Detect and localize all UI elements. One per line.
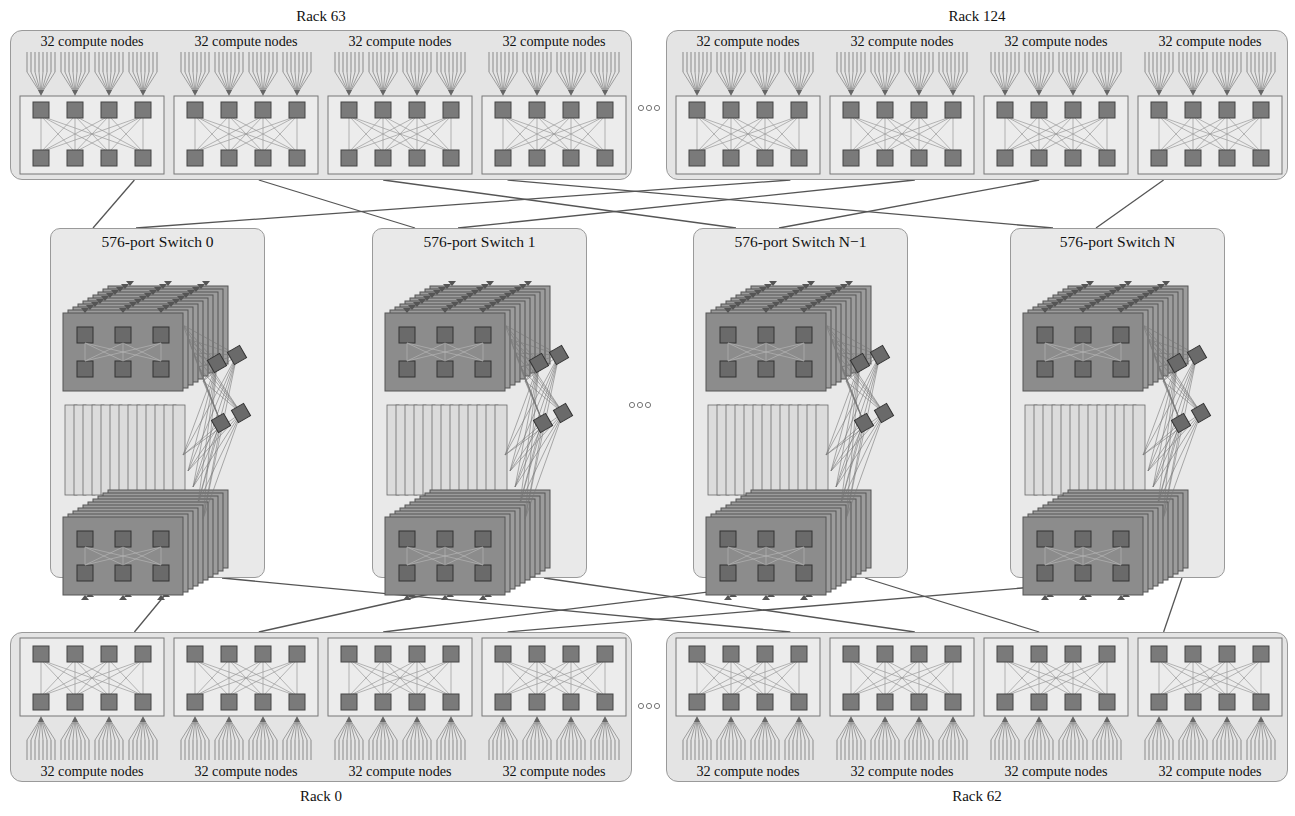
sub-switch-group: 32 compute nodes xyxy=(479,32,629,178)
sub-switch-group: 32 compute nodes xyxy=(17,32,167,178)
switch-title: 576-port Switch N xyxy=(1011,229,1224,251)
switch-board-drawing xyxy=(479,634,629,762)
switch-title: 576-port Switch 1 xyxy=(373,229,586,251)
rack-title: Rack 124 xyxy=(667,7,1287,25)
sub-switch-group: 32 compute nodes xyxy=(1135,32,1285,178)
switch-board-drawing xyxy=(325,50,475,178)
node-label: 32 compute nodes xyxy=(673,762,823,780)
uplink-cable xyxy=(1096,180,1164,228)
node-label: 32 compute nodes xyxy=(673,32,823,50)
switch-board-drawing xyxy=(479,50,629,178)
node-label: 32 compute nodes xyxy=(827,32,977,50)
node-label: 32 compute nodes xyxy=(325,762,475,780)
ellipsis-dots xyxy=(629,105,659,708)
switch-board-drawing xyxy=(325,634,475,762)
uplink-cable xyxy=(259,180,415,228)
director-switch-drawing xyxy=(51,255,266,577)
switch-title: 576-port Switch N−1 xyxy=(694,229,907,251)
node-label: 32 compute nodes xyxy=(1135,762,1285,780)
sub-switch-group: 32 compute nodes xyxy=(827,634,977,780)
switch-title: 576-port Switch 0 xyxy=(51,229,264,251)
node-label: 32 compute nodes xyxy=(981,32,1131,50)
node-label: 32 compute nodes xyxy=(171,762,321,780)
director-switch: 576-port Switch N−1 xyxy=(693,228,908,578)
uplink-cable xyxy=(458,180,915,228)
rack-title: Rack 62 xyxy=(667,787,1287,805)
uplink-cable xyxy=(508,180,1053,228)
sub-switch-group: 32 compute nodes xyxy=(171,634,321,780)
node-label: 32 compute nodes xyxy=(325,32,475,50)
switch-board-drawing xyxy=(981,634,1131,762)
node-label: 32 compute nodes xyxy=(171,32,321,50)
director-switch-drawing xyxy=(1011,255,1226,577)
uplink-cable xyxy=(779,180,1039,228)
rack-panel: Rack 12432 compute nodes32 compute nodes… xyxy=(666,30,1288,180)
switch-board-drawing xyxy=(827,50,977,178)
switch-board-drawing xyxy=(1135,634,1285,762)
uplink-cable xyxy=(93,180,134,228)
rack-panel: Rack 6232 compute nodes32 compute nodes3… xyxy=(666,632,1288,782)
rack-title: Rack 63 xyxy=(11,7,631,25)
director-switch: 576-port Switch 1 xyxy=(372,228,587,578)
node-label: 32 compute nodes xyxy=(17,32,167,50)
sub-switch-group: 32 compute nodes xyxy=(325,32,475,178)
director-switch-drawing xyxy=(373,255,588,577)
switch-board-drawing xyxy=(673,50,823,178)
node-label: 32 compute nodes xyxy=(17,762,167,780)
director-switch: 576-port Switch 0 xyxy=(50,228,265,578)
switch-board-drawing xyxy=(17,50,167,178)
rack-panel: Rack 032 compute nodes32 compute nodes32… xyxy=(10,632,632,782)
switch-board-drawing xyxy=(1135,50,1285,178)
sub-switch-group: 32 compute nodes xyxy=(673,634,823,780)
sub-switch-group: 32 compute nodes xyxy=(325,634,475,780)
switch-board-drawing xyxy=(171,50,321,178)
switch-board-drawing xyxy=(673,634,823,762)
sub-switch-group: 32 compute nodes xyxy=(827,32,977,178)
sub-switch-group: 32 compute nodes xyxy=(981,634,1131,780)
node-label: 32 compute nodes xyxy=(479,762,629,780)
sub-switch-group: 32 compute nodes xyxy=(673,32,823,178)
node-label: 32 compute nodes xyxy=(479,32,629,50)
sub-switch-group: 32 compute nodes xyxy=(1135,634,1285,780)
switch-board-drawing xyxy=(827,634,977,762)
sub-switch-group: 32 compute nodes xyxy=(479,634,629,780)
sub-switch-group: 32 compute nodes xyxy=(171,32,321,178)
sub-switch-group: 32 compute nodes xyxy=(981,32,1131,178)
node-label: 32 compute nodes xyxy=(1135,32,1285,50)
node-label: 32 compute nodes xyxy=(981,762,1131,780)
switch-board-drawing xyxy=(171,634,321,762)
switch-board-drawing xyxy=(981,50,1131,178)
director-switch: 576-port Switch N xyxy=(1010,228,1225,578)
switch-board-drawing xyxy=(17,634,167,762)
director-switch-drawing xyxy=(694,255,909,577)
uplink-cable xyxy=(865,578,1039,632)
rack-title: Rack 0 xyxy=(11,787,631,805)
node-label: 32 compute nodes xyxy=(827,762,977,780)
uplink-cable xyxy=(1164,578,1182,632)
sub-switch-group: 32 compute nodes xyxy=(17,634,167,780)
rack-panel: Rack 6332 compute nodes32 compute nodes3… xyxy=(10,30,632,180)
